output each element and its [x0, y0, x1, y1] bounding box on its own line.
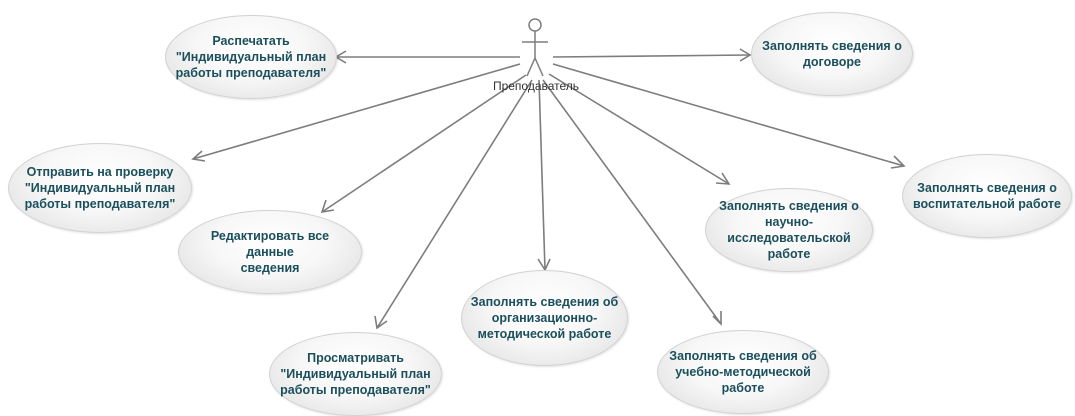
usecase-educational[interactable]: Заполнять сведения о воспитательной рабо…: [902, 154, 1072, 238]
association-line-view: [376, 79, 533, 329]
usecase-research[interactable]: Заполнять сведения о научно-исследовател…: [705, 188, 873, 272]
usecase-view-plan[interactable]: Просматривать "Индивидуальный план работ…: [269, 332, 442, 416]
usecase-edu-method[interactable]: Заполнять сведения об учебно-методическо…: [657, 330, 829, 414]
association-line-contract: [552, 54, 751, 58]
association-line-educational: [552, 63, 905, 167]
association-line-research: [548, 73, 730, 185]
usecase-label: Просматривать "Индивидуальный план работ…: [280, 351, 431, 397]
arrowhead-edit: [320, 199, 335, 214]
arrowhead-contract: [739, 48, 752, 62]
usecase-label: Заполнять сведения об учебно-методическо…: [669, 349, 817, 395]
association-line-edu: [542, 79, 722, 325]
usecase-label: Редактировать все данные сведения: [210, 229, 330, 275]
actor-label: Преподаватель: [492, 79, 580, 93]
usecase-contract[interactable]: Заполнять сведения о договоре: [751, 12, 913, 96]
arrowhead-view: [374, 315, 388, 330]
usecase-edit-all[interactable]: Редактировать все данные сведения: [178, 210, 362, 294]
arrowhead-send: [191, 150, 206, 162]
usecase-send-for-review[interactable]: Отправить на проверку "Индивидуальный пл…: [8, 143, 192, 233]
usecase-label: Заполнять сведения о воспитательной рабо…: [913, 181, 1061, 211]
association-line-edit: [321, 74, 527, 213]
actor-head: [528, 18, 542, 32]
usecase-label: Заполнять сведения о научно-исследовател…: [719, 199, 859, 261]
actor-figure: [522, 18, 548, 77]
usecase-label: Распечатать "Индивидуальный план работы …: [175, 34, 327, 80]
arrowhead-educational: [890, 155, 906, 169]
usecase-label: Заполнять сведения об организационно- ме…: [470, 295, 619, 341]
usecase-print-plan[interactable]: Распечатать "Индивидуальный план работы …: [165, 15, 337, 99]
arrowhead-research: [715, 172, 731, 185]
association-line-org: [538, 79, 546, 271]
usecase-org-method[interactable]: Заполнять сведения об организационно- ме…: [461, 270, 628, 366]
arrowhead-edu: [712, 311, 722, 326]
usecase-label: Заполнять сведения о договоре: [762, 39, 902, 69]
actor-leg-left: [526, 57, 536, 77]
usecase-label: Отправить на проверку "Индивидуальный пл…: [24, 165, 176, 211]
actor-leg-right: [534, 57, 544, 77]
association-line-send: [192, 63, 521, 160]
